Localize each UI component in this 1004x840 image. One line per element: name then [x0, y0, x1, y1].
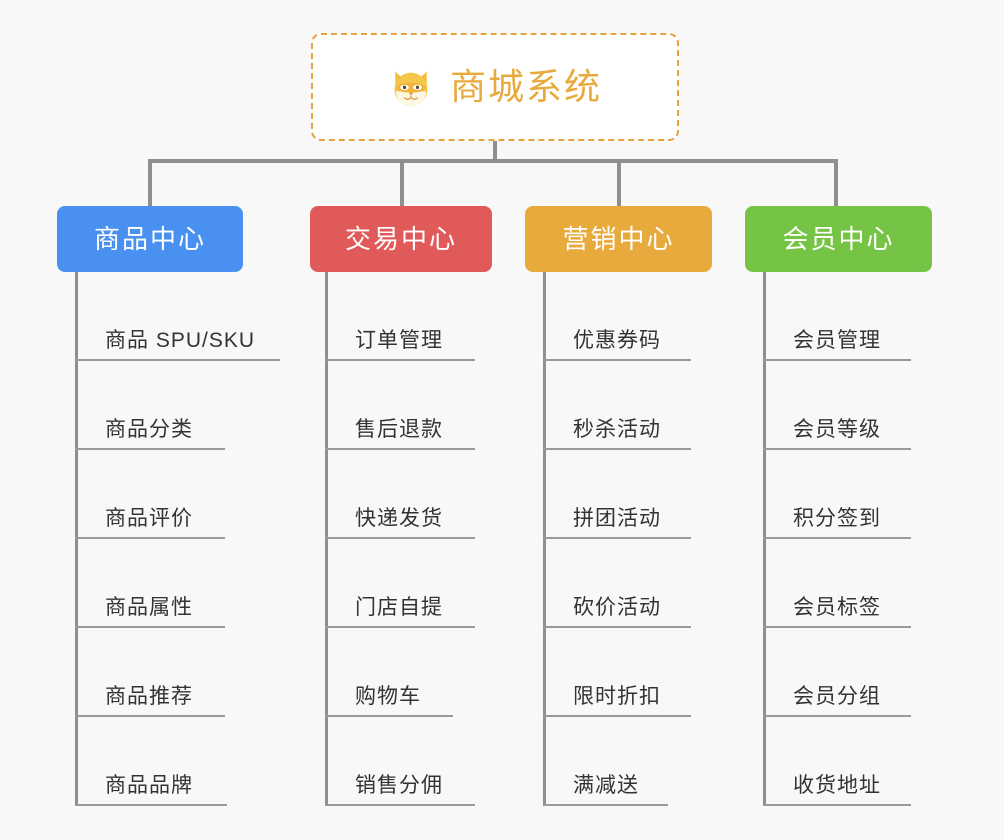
item-underline: [543, 448, 691, 450]
connector-drop-2: [400, 159, 404, 206]
item-label: 快递发货: [355, 507, 443, 530]
item-label: 商品推荐: [105, 685, 193, 708]
column-spine-1: [75, 272, 78, 806]
connector-trunk: [493, 141, 497, 162]
item-label: 商品 SPU/SKU: [105, 329, 256, 352]
column-spine-3: [543, 272, 546, 806]
item-underline: [543, 359, 691, 361]
item-label: 收货地址: [793, 774, 881, 797]
column-spine-4: [763, 272, 766, 806]
category-label-2: 交易中心: [344, 224, 457, 254]
item-label: 秒杀活动: [573, 418, 661, 441]
item-underline: [543, 804, 668, 806]
item-underline: [325, 359, 475, 361]
item-underline: [75, 537, 225, 539]
item-underline: [75, 626, 225, 628]
category-label-3: 营销中心: [562, 224, 675, 254]
item-underline: [543, 537, 691, 539]
item-label: 积分签到: [793, 507, 881, 530]
connector-drop-4: [834, 159, 838, 206]
item-underline: [325, 626, 475, 628]
category-label-1: 商品中心: [93, 224, 206, 254]
item-underline: [325, 804, 475, 806]
column-spine-2: [325, 272, 328, 806]
item-label: 优惠券码: [573, 329, 661, 352]
item-label: 门店自提: [355, 596, 443, 619]
item-label: 会员标签: [793, 596, 881, 619]
item-underline: [75, 804, 227, 806]
item-label: 会员管理: [793, 329, 881, 352]
connector-drop-1: [148, 159, 152, 206]
connector-drop-3: [617, 159, 621, 206]
item-underline: [75, 715, 225, 717]
item-label: 销售分佣: [355, 774, 443, 797]
item-label: 商品属性: [105, 596, 193, 619]
category-box-3[interactable]: 营销中心: [525, 206, 712, 272]
item-underline: [763, 715, 911, 717]
category-label-4: 会员中心: [782, 224, 895, 254]
item-underline: [75, 448, 225, 450]
item-underline: [763, 626, 911, 628]
item-underline: [75, 359, 280, 361]
item-underline: [763, 448, 911, 450]
category-box-2[interactable]: 交易中心: [310, 206, 492, 272]
item-underline: [543, 626, 691, 628]
item-label: 满减送: [573, 774, 639, 797]
item-underline: [763, 804, 911, 806]
shiba-dog-icon: [394, 71, 428, 107]
item-underline: [325, 448, 475, 450]
item-underline: [763, 359, 911, 361]
item-label: 商品分类: [105, 418, 193, 441]
item-label: 商品评价: [105, 507, 193, 530]
category-box-1[interactable]: 商品中心: [57, 206, 243, 272]
item-label: 订单管理: [355, 329, 443, 352]
item-label: 会员分组: [793, 685, 881, 708]
item-label: 拼团活动: [573, 507, 661, 530]
connector-bus: [148, 159, 838, 163]
item-label: 售后退款: [355, 418, 443, 441]
item-underline: [325, 715, 453, 717]
item-label: 购物车: [355, 685, 421, 708]
item-label: 会员等级: [793, 418, 881, 441]
item-underline: [543, 715, 691, 717]
root-node[interactable]: 商城系统: [311, 33, 679, 141]
item-label: 砍价活动: [573, 596, 661, 619]
root-title: 商城系统: [449, 66, 602, 107]
item-label: 商品品牌: [105, 774, 193, 797]
item-underline: [325, 537, 475, 539]
item-underline: [763, 537, 911, 539]
item-label: 限时折扣: [573, 685, 661, 708]
category-box-4[interactable]: 会员中心: [745, 206, 932, 272]
